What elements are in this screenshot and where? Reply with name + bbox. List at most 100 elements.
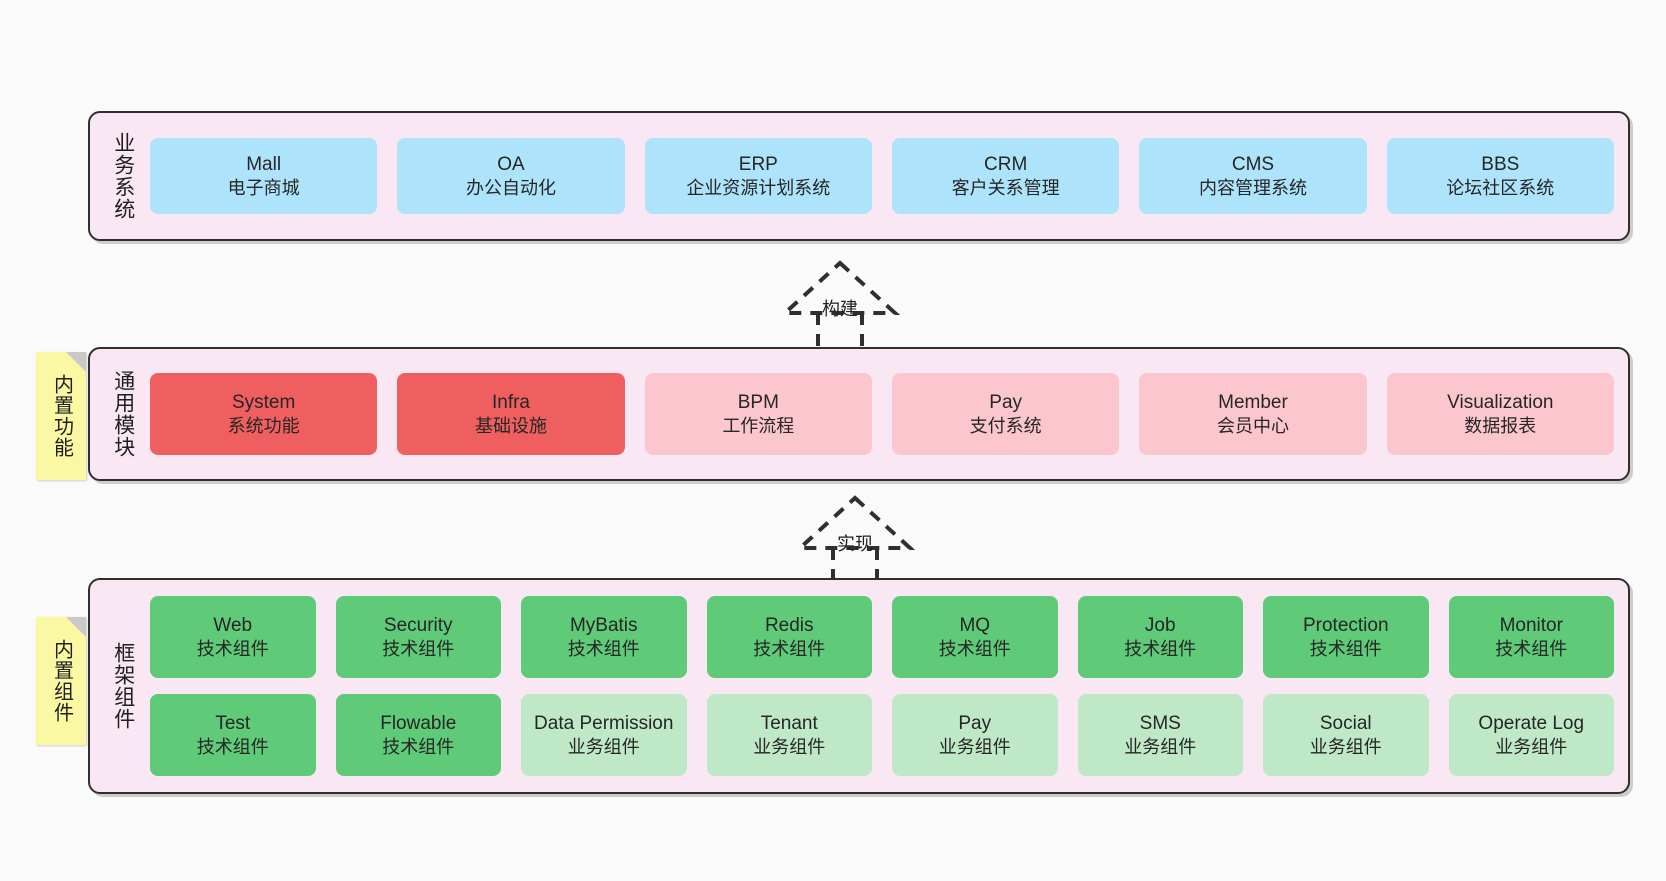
card-pay-module-en: Pay bbox=[989, 391, 1023, 413]
note-builtin-components-label: 内置组件 bbox=[50, 639, 73, 723]
card-infra-en: Infra bbox=[491, 391, 530, 413]
card-data-permission-cn: 业务组件 bbox=[567, 736, 640, 757]
card-flowable-cn: 技术组件 bbox=[382, 736, 455, 757]
note-builtin-features: 内置功能 bbox=[36, 352, 86, 480]
card-operate-log[interactable]: Operate Log 业务组件 bbox=[1448, 694, 1614, 776]
card-crm-cn: 客户关系管理 bbox=[951, 177, 1060, 198]
card-cms[interactable]: CMS 内容管理系统 bbox=[1139, 138, 1367, 214]
card-bbs-cn: 论坛社区系统 bbox=[1446, 177, 1555, 198]
layer-title-common-modules: 通用模块 bbox=[111, 370, 135, 458]
card-mybatis[interactable]: MyBatis 技术组件 bbox=[521, 596, 687, 678]
card-system-en: System bbox=[231, 391, 296, 413]
card-pay-component[interactable]: Pay 业务组件 bbox=[892, 694, 1058, 776]
card-system-cn: 系统功能 bbox=[227, 415, 300, 436]
card-tenant-en: Tenant bbox=[760, 712, 818, 734]
card-web[interactable]: Web 技术组件 bbox=[150, 596, 316, 678]
layer-body-business-systems: Mall 电子商城 OA 办公自动化 ERP 企业资源计划系统 CRM 客户关系… bbox=[146, 113, 1628, 239]
card-visualization[interactable]: Visualization 数据报表 bbox=[1386, 373, 1614, 455]
card-erp[interactable]: ERP 企业资源计划系统 bbox=[644, 138, 872, 214]
card-infra-cn: 基础设施 bbox=[474, 415, 547, 436]
card-data-permission[interactable]: Data Permission 业务组件 bbox=[521, 694, 687, 776]
card-mybatis-cn: 技术组件 bbox=[567, 638, 640, 659]
card-crm[interactable]: CRM 客户关系管理 bbox=[891, 138, 1120, 214]
card-oa[interactable]: OA 办公自动化 bbox=[397, 138, 625, 214]
arrow-implement-label: 实现 bbox=[837, 534, 873, 554]
note-builtin-features-label: 内置功能 bbox=[50, 374, 73, 458]
card-crm-en: CRM bbox=[984, 153, 1028, 175]
layer-title-framework-components: 框架组件 bbox=[111, 642, 135, 730]
card-tenant-cn: 业务组件 bbox=[753, 736, 826, 757]
card-test-cn: 技术组件 bbox=[196, 736, 269, 757]
arrow-build-label: 构建 bbox=[822, 299, 858, 319]
card-bpm-cn: 工作流程 bbox=[722, 415, 795, 436]
card-visualization-en: Visualization bbox=[1447, 391, 1554, 413]
card-bpm-en: BPM bbox=[737, 391, 779, 413]
card-monitor-en: Monitor bbox=[1499, 614, 1563, 636]
card-system[interactable]: System 系统功能 bbox=[150, 373, 378, 455]
card-social-en: Social bbox=[1319, 712, 1372, 734]
card-social[interactable]: Social 业务组件 bbox=[1263, 694, 1429, 776]
card-job-en: Job bbox=[1144, 614, 1176, 636]
card-security-cn: 技术组件 bbox=[382, 638, 455, 659]
card-protection-cn: 技术组件 bbox=[1309, 638, 1382, 659]
card-pay-component-cn: 业务组件 bbox=[938, 736, 1011, 757]
note-fold-corner-icon bbox=[66, 617, 86, 637]
card-mq-en: MQ bbox=[959, 614, 991, 636]
card-job-cn: 技术组件 bbox=[1124, 638, 1197, 659]
card-erp-cn: 企业资源计划系统 bbox=[686, 177, 831, 198]
card-test-en: Test bbox=[215, 712, 251, 734]
card-erp-en: ERP bbox=[738, 153, 778, 175]
card-flowable-en: Flowable bbox=[380, 712, 457, 734]
card-infra[interactable]: Infra 基础设施 bbox=[397, 373, 625, 455]
card-pay-module-cn: 支付系统 bbox=[969, 415, 1042, 436]
card-web-en: Web bbox=[213, 614, 253, 636]
card-pay-module[interactable]: Pay 支付系统 bbox=[891, 373, 1120, 455]
common-modules-row: System 系统功能 Infra 基础设施 BPM 工作流程 Pay 支付系统… bbox=[150, 373, 1614, 455]
card-member-cn: 会员中心 bbox=[1216, 415, 1289, 436]
card-redis[interactable]: Redis 技术组件 bbox=[706, 596, 872, 678]
layer-framework-components: 框架组件 Web 技术组件 Security 技术组件 MyBatis 技术组件… bbox=[88, 578, 1630, 794]
card-oa-cn: 办公自动化 bbox=[465, 177, 556, 198]
card-test[interactable]: Test 技术组件 bbox=[150, 694, 316, 776]
note-builtin-components: 内置组件 bbox=[36, 617, 86, 745]
card-security-en: Security bbox=[383, 614, 453, 636]
card-mall[interactable]: Mall 电子商城 bbox=[150, 138, 378, 214]
card-sms[interactable]: SMS 业务组件 bbox=[1077, 694, 1243, 776]
card-cms-en: CMS bbox=[1231, 153, 1275, 175]
framework-row-business: Test 技术组件 Flowable 技术组件 Data Permission … bbox=[150, 694, 1614, 776]
card-security[interactable]: Security 技术组件 bbox=[335, 596, 501, 678]
card-oa-en: OA bbox=[497, 153, 525, 175]
card-monitor[interactable]: Monitor 技术组件 bbox=[1448, 596, 1614, 678]
card-mall-en: Mall bbox=[246, 153, 282, 175]
card-mybatis-en: MyBatis bbox=[569, 614, 638, 636]
card-bbs-en: BBS bbox=[1481, 153, 1520, 175]
card-member[interactable]: Member 会员中心 bbox=[1139, 373, 1367, 455]
card-bpm[interactable]: BPM 工作流程 bbox=[644, 373, 872, 455]
card-tenant[interactable]: Tenant 业务组件 bbox=[706, 694, 872, 776]
card-sms-en: SMS bbox=[1139, 712, 1181, 734]
card-protection[interactable]: Protection 技术组件 bbox=[1263, 596, 1429, 678]
card-visualization-cn: 数据报表 bbox=[1464, 415, 1537, 436]
card-job[interactable]: Job 技术组件 bbox=[1077, 596, 1243, 678]
card-social-cn: 业务组件 bbox=[1309, 736, 1382, 757]
arrow-implement: 实现 bbox=[775, 490, 935, 590]
card-redis-en: Redis bbox=[764, 614, 814, 636]
card-redis-cn: 技术组件 bbox=[753, 638, 826, 659]
layer-body-framework-components: Web 技术组件 Security 技术组件 MyBatis 技术组件 Redi… bbox=[146, 580, 1628, 792]
framework-row-tech: Web 技术组件 Security 技术组件 MyBatis 技术组件 Redi… bbox=[150, 596, 1614, 678]
card-web-cn: 技术组件 bbox=[196, 638, 269, 659]
card-bbs[interactable]: BBS 论坛社区系统 bbox=[1386, 138, 1614, 214]
card-operate-log-cn: 业务组件 bbox=[1495, 736, 1568, 757]
card-mq[interactable]: MQ 技术组件 bbox=[892, 596, 1058, 678]
card-member-en: Member bbox=[1218, 391, 1288, 413]
business-systems-row: Mall 电子商城 OA 办公自动化 ERP 企业资源计划系统 CRM 客户关系… bbox=[150, 138, 1614, 214]
card-flowable[interactable]: Flowable 技术组件 bbox=[335, 694, 501, 776]
note-fold-corner-icon bbox=[66, 352, 86, 372]
layer-body-common-modules: System 系统功能 Infra 基础设施 BPM 工作流程 Pay 支付系统… bbox=[146, 349, 1628, 479]
card-mall-cn: 电子商城 bbox=[227, 177, 300, 198]
layer-title-business-systems: 业务系统 bbox=[111, 132, 135, 220]
card-mq-cn: 技术组件 bbox=[938, 638, 1011, 659]
card-monitor-cn: 技术组件 bbox=[1495, 638, 1568, 659]
arrow-build: 构建 bbox=[760, 255, 920, 355]
